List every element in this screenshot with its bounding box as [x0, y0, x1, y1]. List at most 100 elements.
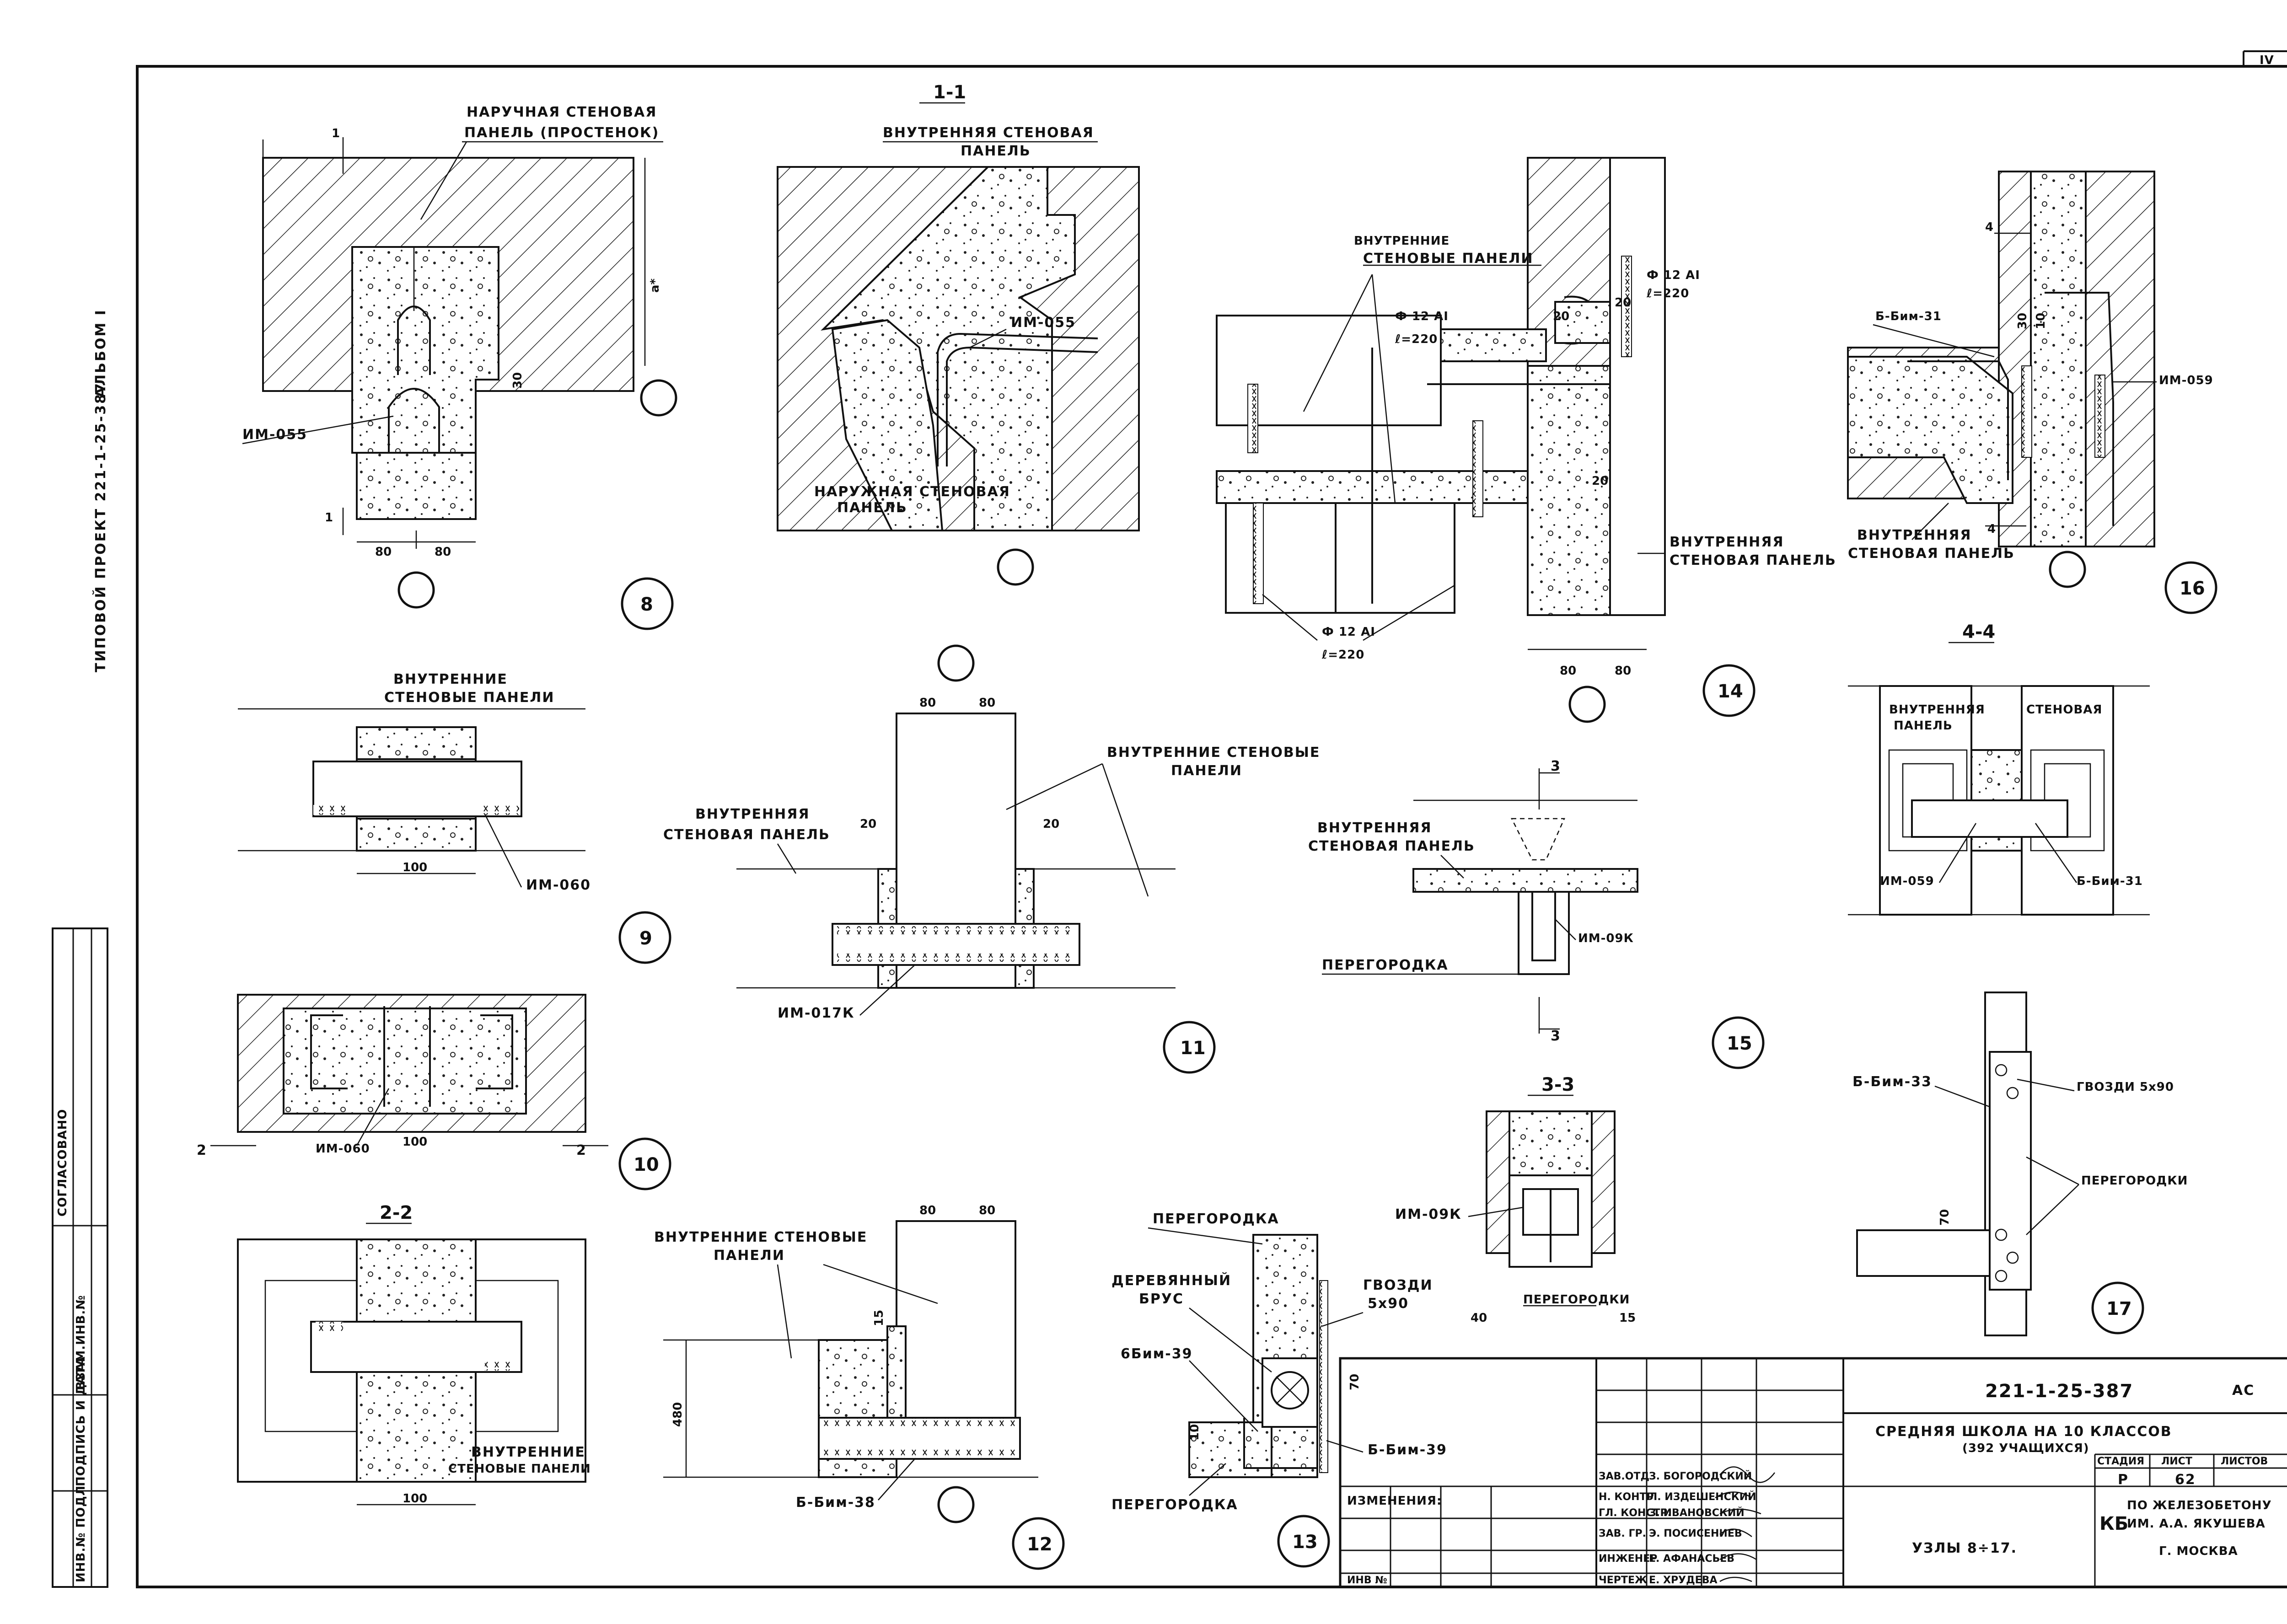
n8-label-line2: ПАНЕЛЬ (ПРОСТЕНОК) — [464, 125, 659, 141]
n14-l-b: ℓ=220 — [1646, 287, 1689, 300]
node-8: НАРУЧНАЯ СТЕНОВАЯ ПАНЕЛЬ (ПРОСТЕНОК) ИМ-… — [242, 104, 677, 630]
n11-dim-20b: 20 — [1043, 817, 1059, 831]
n15-sec-3b: 3 — [1551, 1028, 1561, 1044]
tb-sheet-name: УЗЛЫ 8÷17. — [1912, 1540, 2017, 1556]
node-9-badge — [618, 911, 671, 964]
n10-sec-2a: 2 — [197, 1142, 207, 1158]
node-17: Б-Бим-33 ГВОЗДИ 5х90 ПЕРЕГОРОДКИ 70 17 — [1852, 992, 2187, 1336]
n8-dim-80a: 80 — [375, 545, 392, 559]
node-10: ИМ-060 100 2 2 10 — [197, 994, 671, 1190]
tb-inv-label: ИНВ № — [1347, 1575, 1387, 1586]
s33-partitions: ПЕРЕГОРОДКИ — [1523, 1293, 1630, 1307]
n14-phi-c: Ф 12 АI — [1322, 625, 1375, 639]
n14-label-2: СТЕНОВЫЕ ПАНЕЛИ — [1363, 251, 1533, 267]
tb-sig-role-5: ЧЕРТЕЖ — [1599, 1575, 1647, 1586]
tb-org-prefix: КБ — [2099, 1513, 2128, 1534]
section-4-4: 4-4 ВНУТРЕННЯЯ ПАНЕЛЬ СТЕНОВАЯ ИМ-059 Б-… — [1848, 622, 2150, 916]
section-1-1: 1-1 ВНУТРЕННЯЯ СТЕНОВАЯ ПАНЕЛЬ ИМ-055 НА… — [777, 82, 1140, 586]
n13-partition-bot: ПЕРЕГОРОДКА — [1111, 1497, 1238, 1513]
n16-dim-4a: 4 — [1985, 220, 1993, 234]
n13-6bim39: 6Бим-39 — [1121, 1346, 1192, 1362]
n13-partition-top: ПЕРЕГОРОДКА — [1153, 1211, 1279, 1227]
n11-label-1: ВНУТРЕННИЕ СТЕНОВЫЕ — [1107, 745, 1320, 761]
s44-label-2: ПАНЕЛЬ — [1894, 719, 1953, 733]
n10-dim-100: 100 — [403, 1135, 427, 1149]
s22-title: 2-2 — [380, 1202, 413, 1223]
title-block: 221-1-25-387 АС СРЕДНЯЯ ШКОЛА НА 10 КЛАС… — [1339, 1357, 2287, 1588]
tb-sig-role-0: ЗАВ.ОТД — [1599, 1471, 1649, 1482]
s33-dim-40: 40 — [1471, 1311, 1487, 1325]
tb-sig-role-1: Н. КОНТР — [1599, 1491, 1654, 1503]
n14-label-3: ВНУТРЕННЯЯ — [1670, 534, 1784, 550]
n14-phi-a: Ф 12 АI — [1395, 310, 1449, 323]
n8-label-line1: НАРУЧНАЯ СТЕНОВАЯ — [467, 104, 657, 120]
s11-label-bot1: НАРУЖНАЯ СТЕНОВАЯ — [814, 484, 1010, 500]
tb-sig-name-0: З. БОГОРОДСКИЙ — [1649, 1470, 1752, 1482]
node-15: ВНУТРЕННЯЯ СТЕНОВАЯ ПАНЕЛЬ ПЕРЕГОРОДКА И… — [1308, 758, 1765, 1069]
n14-dim-20a: 20 — [1553, 310, 1569, 323]
tb-sheet-header: ЛИСТ — [2161, 1456, 2192, 1467]
node-11: 80 80 ВНУТРЕННИЕ СТЕНОВЫЕ ПАНЕЛИ ВНУТРЕН… — [663, 644, 1320, 1074]
s11-label-bot2: ПАНЕЛЬ — [837, 500, 907, 516]
n9-dim-100: 100 — [403, 861, 427, 874]
node-16-badge — [2164, 561, 2217, 614]
s44-label-3: СТЕНОВАЯ — [2026, 703, 2102, 717]
node-14: ВНУТРЕННИЕ СТЕНОВЫЕ ПАНЕЛИ Ф 12 АI ℓ=220… — [1216, 157, 1836, 723]
n13-nails-1: ГВОЗДИ — [1363, 1277, 1433, 1293]
node-10-badge — [618, 1137, 671, 1190]
tb-org-line2: ИМ. А.А. ЯКУШЕВА — [2127, 1517, 2266, 1531]
n11-dim-20a: 20 — [860, 817, 876, 831]
n17-b6im33: Б-Бим-33 — [1852, 1074, 1932, 1090]
tb-title-line1: СРЕДНЯЯ ШКОЛА НА 10 КЛАССОВ — [1875, 1424, 2172, 1440]
s22-dim-100: 100 — [403, 1492, 427, 1506]
tb-sig-role-3: ЗАВ. ГР. — [1599, 1528, 1646, 1539]
n13-dim-70: 70 — [1348, 1374, 1362, 1390]
s33-im09k: ИМ-09К — [1395, 1206, 1462, 1222]
sign-date-label: ПОДПИСЬ И ДАТА — [74, 1356, 88, 1486]
n12-dim-80b: 80 — [979, 1204, 995, 1217]
n14-dim-20b: 20 — [1615, 296, 1631, 310]
n15-partition: ПЕРЕГОРОДКА — [1322, 957, 1449, 973]
n11-label-2: ПАНЕЛИ — [1171, 763, 1242, 779]
node-16-number: 16 — [2180, 578, 2205, 599]
n13-beam-2: БРУС — [1139, 1291, 1184, 1307]
n13-beam-1: ДЕРЕВЯННЫЙ — [1111, 1272, 1231, 1289]
node-13-number: 13 — [1292, 1532, 1318, 1553]
tb-sig-role-2: ГЛ. КОНСТР. — [1599, 1507, 1671, 1519]
n11-dim-80a: 80 — [919, 696, 936, 710]
n14-dim-20c: 20 — [1592, 474, 1608, 488]
n11-dim-80b: 80 — [979, 696, 995, 710]
node-13-badge — [1277, 1515, 1330, 1568]
agreed-label: СОГЛАСОВАНО — [56, 1109, 70, 1217]
node-14-badge — [1702, 664, 1756, 717]
n10-im060: ИМ-060 — [316, 1142, 370, 1156]
n12-dim-480: 480 — [671, 1402, 685, 1427]
n16-label-2: СТЕНОВАЯ ПАНЕЛЬ — [1848, 546, 2015, 562]
n15-label-2: СТЕНОВАЯ ПАНЕЛЬ — [1308, 838, 1475, 854]
n14-l-c: ℓ=220 — [1321, 648, 1364, 662]
tb-section-mark: АС — [2232, 1383, 2255, 1399]
tb-sig-role-4: ИНЖЕНЕР — [1599, 1553, 1657, 1565]
s11-im055: ИМ-055 — [1011, 315, 1076, 331]
node-16: Б-Бим-31 ИМ-059 ВНУТРЕННЯЯ СТЕНОВАЯ ПАНЕ… — [1847, 171, 2217, 614]
inv-orig-label: ИНВ.№ ПОДЛ — [74, 1485, 88, 1582]
n14-label-4: СТЕНОВАЯ ПАНЕЛЬ — [1670, 552, 1836, 568]
node-9: ВНУТРЕННИЕ СТЕНОВЫЕ ПАНЕЛИ 100 ИМ-060 9 — [238, 671, 671, 964]
node-8-badge — [621, 577, 674, 630]
tb-doc-code: 221-1-25-387 — [1985, 1381, 2133, 1402]
n16-b6im31: Б-Бим-31 — [1875, 310, 1942, 323]
signature-scribble — [1715, 1466, 1775, 1582]
n15-im09k: ИМ-09К — [1578, 932, 1634, 945]
n14-l-a: ℓ=220 — [1395, 332, 1438, 346]
n8-im055: ИМ-055 — [242, 427, 307, 443]
node-17-number: 17 — [2106, 1298, 2132, 1319]
tb-org-line1: ПО ЖЕЛЕЗОБЕТОНУ — [2127, 1499, 2272, 1512]
n16-im059: ИМ-059 — [2159, 374, 2213, 387]
tb-sig-name-2: З. ИВАНОВСКИЙ — [1649, 1507, 1745, 1519]
node-13: ПЕРЕГОРОДКА ДЕРЕВЯННЫЙ БРУС ГВОЗДИ 5х90 … — [1111, 1211, 1446, 1568]
n17-dim-70: 70 — [1938, 1209, 1952, 1226]
album-label: АЛЬБОМ I — [93, 309, 109, 398]
tb-stage-header: СТАДИЯ — [2097, 1456, 2144, 1467]
n8-dim-80b: 80 — [435, 545, 451, 559]
